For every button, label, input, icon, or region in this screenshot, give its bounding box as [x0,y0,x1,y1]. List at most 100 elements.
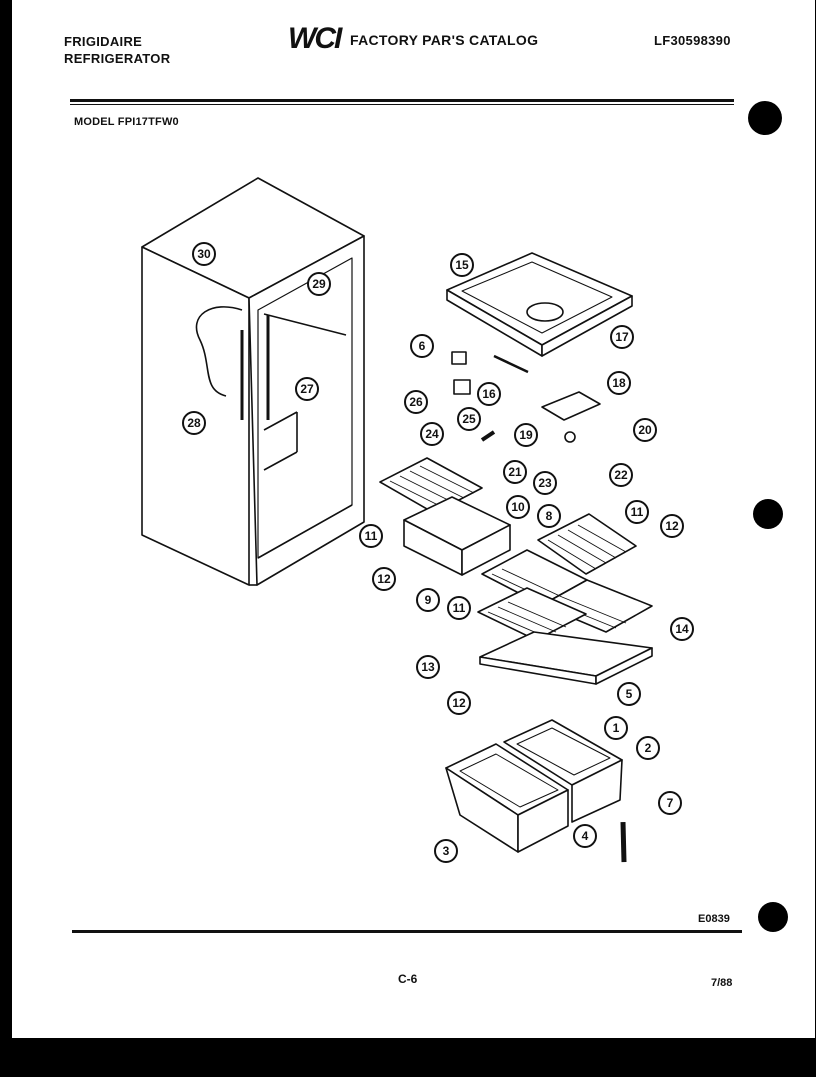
callout-3: 3 [434,839,458,863]
callout-12: 12 [660,514,684,538]
callout-number: 5 [626,687,633,701]
callout-25: 25 [457,407,481,431]
callout-19: 19 [514,423,538,447]
callout-number: 9 [425,593,432,607]
callout-24: 24 [420,422,444,446]
binder-hole-bottom [758,902,788,932]
page-number: C-6 [398,972,418,986]
callout-number: 6 [419,339,426,353]
callout-number: 11 [631,505,644,519]
brand-line2: REFRIGERATOR [64,51,171,66]
callout-number: 1 [613,721,620,735]
callout-11: 11 [625,500,649,524]
callout-number: 12 [377,572,391,586]
callout-number: 18 [612,376,626,390]
model-label: MODEL FPI17TFW0 [74,116,179,128]
callout-9: 9 [416,588,440,612]
callout-number: 16 [482,387,496,401]
crisper-pan-left-drawing [445,743,569,853]
callout-number: 13 [421,660,435,674]
upper-shelf-drawing [537,513,637,575]
callout-number: 25 [462,412,476,426]
callout-13: 13 [416,655,440,679]
callout-30: 30 [192,242,216,266]
callout-number: 30 [197,247,211,261]
callout-26: 26 [404,390,428,414]
footer-rule [72,930,742,933]
header-rule-thin [70,104,734,105]
callout-10: 10 [506,495,530,519]
part-19-drawing [541,391,601,421]
catalog-title: FACTORY PAR'S CATALOG [350,32,539,48]
callout-1: 1 [604,716,628,740]
crisper-cover-drawing [479,631,653,685]
callout-4: 4 [573,824,597,848]
callout-number: 21 [508,465,522,479]
callout-16: 16 [477,382,501,406]
header-rule [70,99,734,102]
callout-number: 3 [443,844,450,858]
revision-date: 7/88 [711,977,733,989]
callout-number: 7 [667,796,674,810]
callout-number: 4 [582,829,589,843]
crisper-pan-right-drawing [503,719,623,823]
callout-6: 6 [410,334,434,358]
callout-21: 21 [503,460,527,484]
callout-28: 28 [182,411,206,435]
callout-number: 12 [665,519,679,533]
part-23-drawing [564,431,576,443]
callout-2: 2 [636,736,660,760]
callout-23: 23 [533,471,557,495]
callout-11: 11 [359,524,383,548]
meat-keeper-drawing [403,496,511,576]
callout-number: 26 [409,395,423,409]
callout-number: 19 [519,428,533,442]
callout-number: 2 [645,741,652,755]
part-26-drawing [453,379,471,395]
callout-18: 18 [607,371,631,395]
callout-29: 29 [307,272,331,296]
binder-hole-middle [753,499,783,529]
callout-8: 8 [537,504,561,528]
callout-number: 10 [511,500,525,514]
catalog-page: FRIGIDAIRE REFRIGERATOR WCI FACTORY PAR'… [12,0,815,1038]
exploded-parts-diagram: 3029272815617181626252419202122231081111… [141,177,694,863]
callout-5: 5 [617,682,641,706]
callout-number: 20 [638,423,652,437]
callout-number: 28 [187,416,201,430]
part-16-drawing [493,354,529,374]
callout-number: 22 [614,468,628,482]
callout-number: 29 [312,277,326,291]
callout-number: 8 [546,509,553,523]
callout-22: 22 [609,463,633,487]
callout-number: 15 [455,258,469,272]
callout-number: 23 [538,476,552,490]
control-housing-drawing [446,252,633,357]
callout-number: 11 [453,601,466,615]
callout-15: 15 [450,253,474,277]
binder-hole-top [748,101,782,135]
callout-number: 27 [300,382,314,396]
cabinet-drawing [141,177,365,586]
callout-27: 27 [295,377,319,401]
wci-logo: WCI [288,22,342,55]
catalog-code: LF30598390 [654,33,731,48]
part-7-drawing [620,821,627,863]
callout-number: 24 [425,427,439,441]
callout-number: 12 [452,696,466,710]
callout-number: 14 [675,622,689,636]
part-6-drawing [451,351,467,365]
callout-7: 7 [658,791,682,815]
callout-17: 17 [610,325,634,349]
middle-shelf-drawing [481,549,653,633]
callout-14: 14 [670,617,694,641]
callout-number: 11 [365,529,378,543]
callout-12: 12 [447,691,471,715]
diagram-ref-code: E0839 [698,913,730,925]
callout-12: 12 [372,567,396,591]
callout-11: 11 [447,596,471,620]
callout-20: 20 [633,418,657,442]
brand-line1: FRIGIDAIRE [64,34,143,49]
callout-number: 17 [615,330,629,344]
